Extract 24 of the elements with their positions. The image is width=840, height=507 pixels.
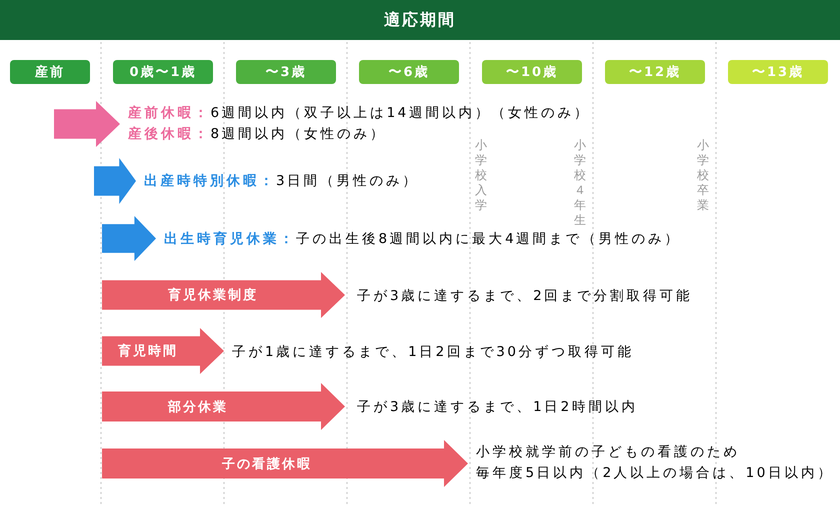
description-text: 出産時特別休暇：3日間（男性のみ） — [144, 172, 420, 191]
description-text: 子が3歳に達するまで、1日2時間以内 — [357, 398, 638, 417]
milestone-label: 小学校４年生 — [574, 138, 586, 228]
title-banner: 適応期間 — [0, 0, 840, 40]
arrow-banner: 育児時間 — [102, 328, 224, 374]
description-text: 出生時育児休業：子の出生後8週間以内に最大4週間まで（男性のみ） — [164, 230, 682, 249]
period-badge: 〜6歳 — [359, 60, 459, 84]
description-text: 毎年度5日以内（2人以上の場合は、10日以内） — [476, 464, 834, 483]
description-text: 子が3歳に達するまで、2回まで分割取得可能 — [357, 287, 693, 306]
milestone-label: 小学校入学 — [475, 138, 487, 213]
period-badge: 0歳〜1歳 — [113, 60, 213, 84]
period-badge: 〜3歳 — [236, 60, 336, 84]
period-badge: 産前 — [10, 60, 90, 84]
description-text: 産後休暇：8週間以内（女性のみ） — [128, 125, 387, 144]
arrow-banner: 育児休業制度 — [102, 272, 345, 318]
arrow-banner: 子の看護休暇 — [102, 440, 468, 487]
arrow-banner: 部分休業 — [102, 383, 345, 430]
period-badge: 〜13歳 — [728, 60, 828, 84]
description-text: 子が1歳に達するまで、1日2回まで30分ずつ取得可能 — [232, 343, 634, 362]
period-badge: 〜10歳 — [482, 60, 582, 84]
period-badge: 〜12歳 — [605, 60, 705, 84]
description-text: 小学校就学前の子どもの看護のため — [476, 443, 740, 462]
description-text: 産前休暇：6週間以内（双子以上は14週間以内）（女性のみ） — [128, 104, 590, 123]
milestone-label: 小学校卒業 — [697, 138, 709, 213]
